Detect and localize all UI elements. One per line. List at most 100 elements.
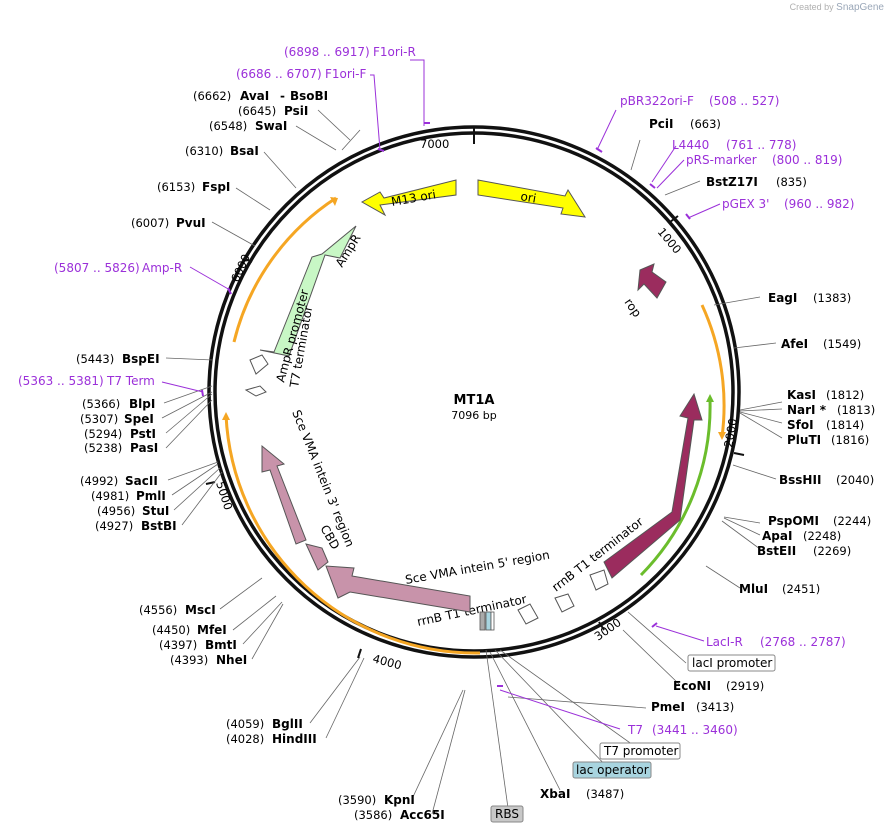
leader-msci — [219, 577, 263, 610]
site-stui[interactable]: StuI — [142, 504, 169, 518]
site-bspei[interactable]: BspEI — [122, 352, 160, 366]
site-bsobi[interactable]: BsoBI — [290, 89, 328, 103]
primer-t7-term-range: (5363 .. 5381) — [18, 374, 104, 388]
site-kasi[interactable]: KasI — [787, 388, 816, 402]
leader-eagi — [713, 296, 761, 306]
primer-amp-r[interactable]: Amp-R — [142, 261, 182, 275]
primer-f1ori-f[interactable]: F1ori-F — [325, 67, 366, 81]
leader-stui — [173, 467, 221, 511]
site-hindiii[interactable]: HindIII — [272, 732, 317, 746]
site-bsai[interactable]: BsaI — [230, 144, 259, 158]
t7-promoter-label[interactable]: T7 promoter — [603, 744, 679, 758]
m13-ori-label: M13 ori — [390, 187, 437, 209]
leader-econi — [622, 629, 681, 686]
site-econi-pos: (2919) — [726, 679, 764, 693]
site-spei[interactable]: SpeI — [124, 412, 154, 426]
site-msci[interactable]: MscI — [185, 603, 216, 617]
site-nari[interactable]: NarI * — [787, 403, 827, 417]
site-pvui[interactable]: PvuI — [176, 216, 206, 230]
leader-pmli — [171, 463, 219, 496]
site-mlui[interactable]: MluI — [739, 582, 768, 596]
leader-blpi — [163, 385, 213, 404]
rop-arrow — [637, 263, 667, 299]
boxed-features: lacI promoter T7 promoter lac operator R… — [490, 654, 776, 823]
tick-mark-2000 — [733, 452, 745, 456]
site-mlui-pos: (2451) — [782, 582, 820, 596]
sce-5-prime-arrow — [325, 565, 471, 613]
site-fspi[interactable]: FspI — [202, 180, 230, 194]
tick-4000: 4000 — [371, 651, 403, 672]
plasmid-size: 7096 bp — [451, 409, 496, 422]
snapgene-brand: SnapGene — [836, 2, 884, 13]
site-bsshii[interactable]: BssHII — [779, 473, 821, 487]
site-pmei[interactable]: PmeI — [651, 700, 685, 714]
primer-laci-r[interactable]: LacI-R — [706, 635, 743, 649]
tick-mark-6000 — [243, 257, 253, 263]
laci-promoter-label[interactable]: lacI promoter — [692, 656, 772, 670]
site-bglii[interactable]: BglII — [272, 717, 303, 731]
ori-label: ori — [519, 189, 537, 205]
plasmid-name: MT1A — [454, 393, 495, 408]
site-eagi[interactable]: EagI — [768, 291, 797, 305]
primer-t7-term[interactable]: T7 Term — [106, 374, 155, 388]
t7-promoter-block — [490, 611, 495, 631]
site-avai[interactable]: AvaI — [240, 89, 269, 103]
site-mfei-pos: (4450) — [152, 623, 190, 637]
site-dash: - — [280, 89, 285, 103]
site-mfei[interactable]: MfeI — [197, 623, 227, 637]
site-swai[interactable]: SwaI — [255, 119, 287, 133]
lac-operator-label[interactable]: lac operator — [576, 763, 649, 777]
site-acc65i[interactable]: Acc65I — [400, 808, 445, 822]
site-bstbi[interactable]: BstBI — [141, 519, 177, 533]
site-pluti-pos: (1816) — [831, 433, 869, 447]
site-xbai[interactable]: XbaI — [540, 787, 570, 801]
site-pasi-pos: (5238) — [84, 441, 122, 455]
site-pspomi[interactable]: PspOMI — [768, 514, 819, 528]
primer-labels: (6898 .. 6917) F1ori-R (6686 .. 6707) F1… — [18, 45, 854, 737]
site-sacii[interactable]: SacII — [125, 474, 158, 488]
primer-prs-marker[interactable]: pRS-marker — [686, 153, 757, 167]
site-psii[interactable]: PsiI — [284, 104, 308, 118]
site-bstz17i[interactable]: BstZ17I — [706, 175, 758, 189]
site-blpi[interactable]: BlpI — [129, 397, 155, 411]
rbs-label[interactable]: RBS — [495, 807, 519, 821]
primer-tick-amp-r — [227, 287, 232, 295]
primer-leader-f1ori-r — [410, 59, 425, 126]
site-pasi[interactable]: PasI — [130, 441, 158, 455]
ampr-promoter-arrow — [249, 354, 269, 375]
site-pluti[interactable]: PluTI — [787, 433, 821, 447]
primer-t7[interactable]: T7 — [627, 723, 643, 737]
primer-pgex-3[interactable]: pGEX 3' — [722, 197, 769, 211]
rbs-block — [479, 611, 486, 631]
leader-bsai — [263, 151, 297, 189]
site-swai-pos: (6548) — [209, 119, 247, 133]
site-pcii[interactable]: PciI — [649, 117, 674, 131]
tick-mark-1000 — [669, 215, 679, 223]
site-psti[interactable]: PstI — [130, 427, 156, 441]
primer-pbr322ori-f[interactable]: pBR322ori-F — [620, 94, 694, 108]
leader-lines — [161, 109, 783, 815]
leader-rbs — [485, 649, 509, 809]
site-kpni[interactable]: KpnI — [384, 793, 415, 807]
leader-psii — [317, 109, 351, 141]
primer-f1ori-r[interactable]: F1ori-R — [373, 45, 416, 59]
cbd-arrow — [305, 543, 329, 571]
leader-pmei — [507, 696, 647, 709]
site-apai[interactable]: ApaI — [762, 529, 792, 543]
primer-leader-f1ori-f — [370, 74, 381, 151]
site-afei[interactable]: AfeI — [781, 337, 808, 351]
site-pmli[interactable]: PmlI — [136, 489, 166, 503]
leader-bmti — [242, 601, 283, 645]
site-econi[interactable]: EcoNI — [673, 679, 711, 693]
site-sfoi[interactable]: SfoI — [787, 418, 814, 432]
primer-l4440[interactable]: L4440 — [672, 138, 709, 152]
site-blpi-pos: (5366) — [82, 397, 120, 411]
tick-mark-5000 — [205, 481, 216, 485]
primer-leader-l4440 — [651, 145, 677, 183]
site-nhei[interactable]: NheI — [216, 653, 247, 667]
site-bmti[interactable]: BmtI — [205, 638, 237, 652]
site-bsteii[interactable]: BstEII — [757, 544, 796, 558]
leader-avai — [341, 129, 361, 151]
site-bsai-pos: (6310) — [185, 144, 223, 158]
site-sfoi-pos: (1814) — [826, 418, 864, 432]
